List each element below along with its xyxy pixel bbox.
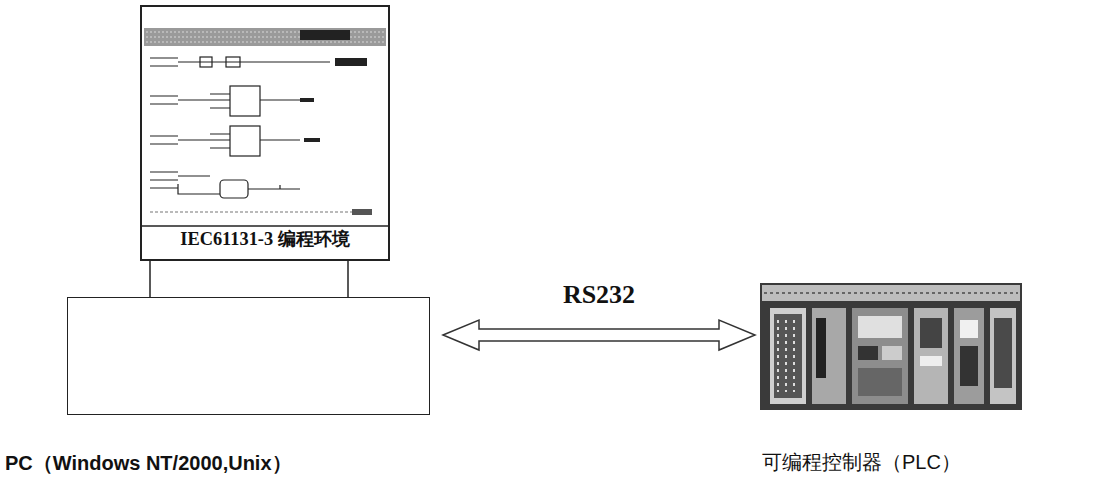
double-arrow	[443, 320, 755, 350]
stand-connector	[150, 261, 151, 297]
node-label: IEC61131-3 编程环境	[142, 226, 388, 251]
label-holder: 可编程控制器（PLC）	[762, 449, 961, 476]
node-label: PC（Windows NT/2000,Unix）	[5, 450, 292, 477]
label-holder: PC（Windows NT/2000,Unix）	[5, 450, 292, 477]
label-holder: IEC61131-3 编程环境	[142, 226, 388, 251]
arrow-outline	[443, 320, 755, 350]
stand-leg	[347, 261, 349, 297]
screen-drawing	[140, 28, 390, 226]
node-label: 可编程控制器（PLC）	[762, 449, 961, 476]
pc-box: PC（Windows NT/2000,Unix）	[67, 297, 430, 415]
plc-unit: 可编程控制器（PLC）	[760, 283, 1022, 410]
monitor-screen: IEC61131-3 编程环境	[140, 5, 390, 261]
stand-leg	[149, 261, 151, 297]
plc-picture	[760, 283, 1022, 410]
edge-label: RS232	[560, 280, 638, 310]
